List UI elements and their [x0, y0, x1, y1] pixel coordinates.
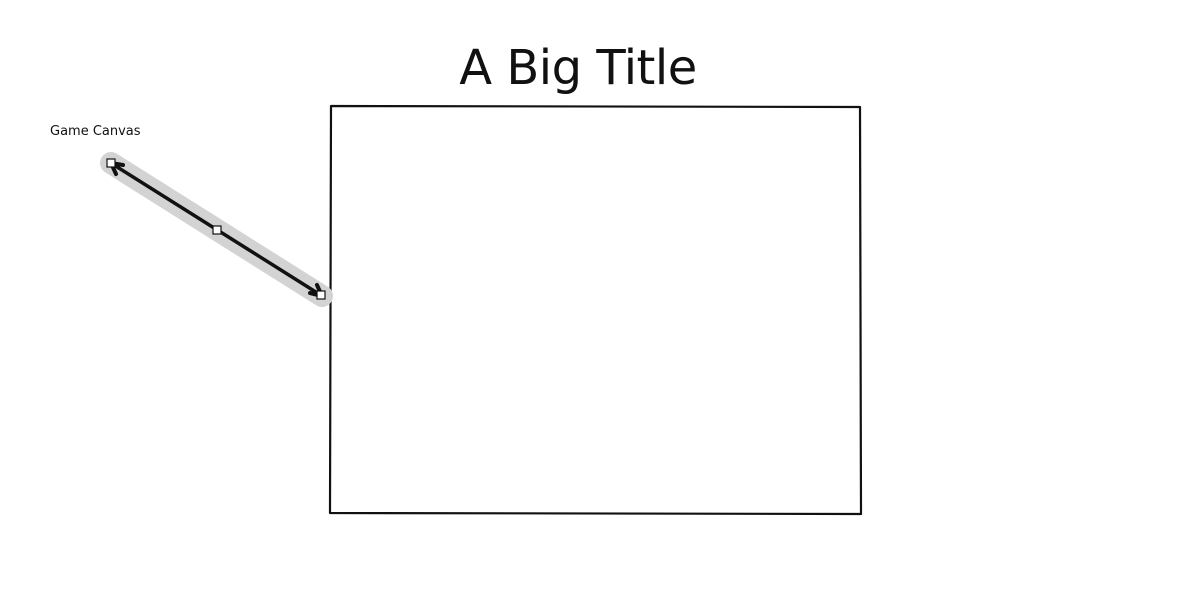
arrow-midpoint-handle[interactable]: [212, 225, 222, 235]
game-canvas-box[interactable]: [328, 104, 863, 516]
arrow-start-handle[interactable]: [106, 158, 116, 168]
annotation-label[interactable]: Game Canvas: [50, 124, 141, 139]
arrow-end-handle[interactable]: [316, 290, 326, 300]
page-title[interactable]: A Big Title: [459, 40, 697, 96]
